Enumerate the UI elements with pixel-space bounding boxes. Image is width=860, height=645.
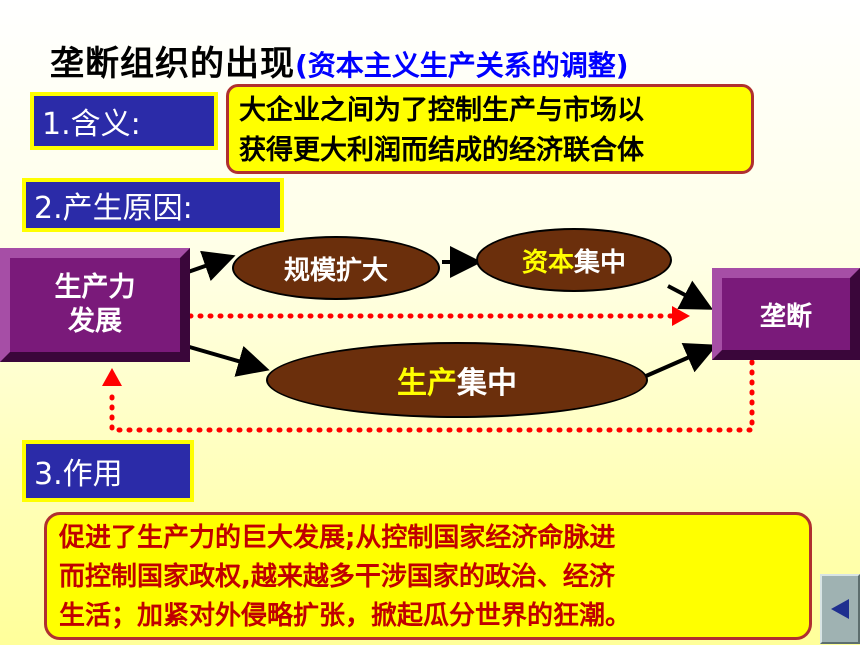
effect-text-line1: 促进了生产力的巨大发展;从控制国家经济命脉进 [59,523,616,553]
node-scale-expansion: 规模扩大 [232,236,440,300]
scale-node-text: 规模扩大 [283,255,388,286]
effect-text-line3: 生活；加紧对外侵略扩张，掀起瓜分世界的狂潮。 [59,601,632,631]
capital-highlight: 资本 [521,247,574,278]
node-monopoly: 垄断 [712,268,860,360]
cause-label-text: 2.产生原因: [34,191,193,226]
arrow-source-to-production [185,344,270,377]
dotted-arrow-head-monopoly [672,306,690,326]
node-capital-concentration: 资本集中 [476,228,672,292]
meaning-text-line2: 获得更大利润而结成的经济联合体 [239,135,644,166]
node-productivity-development: 生产力 发展 [0,248,190,362]
arrow-production-to-monopoly [645,342,718,378]
arrow-capital-to-monopoly [667,280,714,310]
monopoly-text: 垄断 [759,301,812,332]
dotted-feedback-loop [109,359,755,433]
production-highlight: 生产 [397,366,457,401]
source-line2: 发展 [68,306,122,337]
source-line1: 生产力 [54,272,136,303]
effect-label: 3.作用 [22,440,194,502]
title-main: 垄断组织的出现 [50,44,295,84]
meaning-label: 1.含义: [30,92,218,150]
effect-label-text: 3.作用 [34,457,123,492]
effect-text-line2: 而控制国家政权,越来越多干涉国家的政治、经济 [59,562,615,592]
arrow-source-to-scale [187,250,236,282]
cause-label: 2.产生原因: [22,178,284,232]
dotted-feedback-arrow-head [102,368,122,386]
effect-description-box: 促进了生产力的巨大发展;从控制国家经济命脉进 而控制国家政权,越来越多干涉国家的… [44,512,812,640]
meaning-label-text: 1.含义: [42,107,141,142]
meaning-definition-box: 大企业之间为了控制生产与市场以 获得更大利润而结成的经济联合体 [226,84,754,174]
triangle-left-icon [831,599,849,619]
production-rest: 集中 [457,366,517,401]
node-production-concentration: 生产集中 [266,342,648,418]
capital-rest: 集中 [574,247,627,278]
meaning-text-line1: 大企业之间为了控制生产与市场以 [239,95,644,126]
title-subtitle: (资本主义生产关系的调整) [295,49,629,82]
page-title: 垄断组织的出现(资本主义生产关系的调整) [50,36,629,85]
back-button[interactable] [820,574,860,644]
